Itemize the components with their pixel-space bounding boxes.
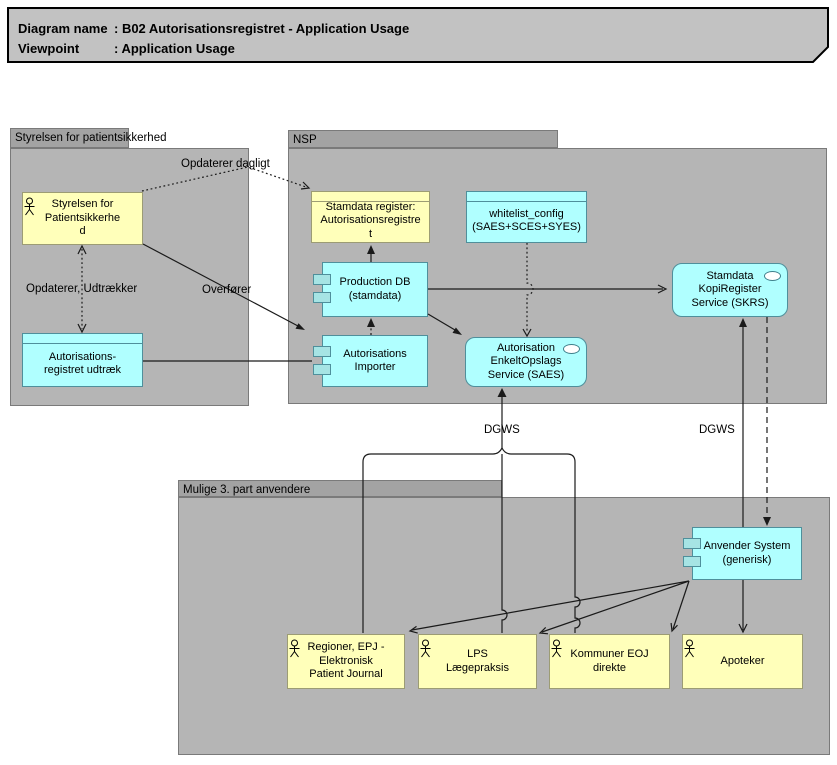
actor-icon xyxy=(24,197,35,216)
actor-icon xyxy=(289,639,300,658)
title-row-viewpoint: Viewpoint : Application Usage xyxy=(18,39,830,59)
node-label: Stamdata register: Autorisationsregistre… xyxy=(320,200,421,240)
node-anvender-system[interactable]: Anvender System (generisk) xyxy=(683,527,802,580)
node-label: Autorisation EnkeltOpslags Service (SAES… xyxy=(487,341,565,381)
node-autorisationsregistret-udtraek[interactable]: Autorisations- registret udtræk xyxy=(22,333,143,387)
node-skrs-service[interactable]: Stamdata KopiRegister Service (SKRS) xyxy=(672,263,788,317)
component-tab-icon xyxy=(313,346,331,357)
actor-icon xyxy=(420,639,431,658)
object-band xyxy=(312,192,429,202)
actor-icon xyxy=(551,639,562,658)
viewpoint-label: Viewpoint xyxy=(18,41,80,56)
group-tab-styrelsen[interactable]: Styrelsen for patientsikkerhed xyxy=(10,128,167,148)
node-label: Autorisations Importer xyxy=(343,347,407,374)
object-band xyxy=(23,334,142,344)
edge-label-dgws-left: DGWS xyxy=(484,424,520,436)
title-row-diagram-name: Diagram name : B02 Autorisationsregistret… xyxy=(18,19,830,39)
node-saes-service[interactable]: Autorisation EnkeltOpslags Service (SAES… xyxy=(465,337,587,387)
edge-label-opdaterer-udtraekker: Opdaterer, Udtrækker xyxy=(26,283,138,295)
node-label: Kommuner EOJ direkte xyxy=(570,648,649,674)
component-tab-icon xyxy=(683,556,701,567)
component-tab-icon xyxy=(313,292,331,303)
node-label: Autorisations- registret udtræk xyxy=(43,350,122,377)
node-stamdata-register[interactable]: Stamdata register: Autorisationsregistre… xyxy=(311,191,430,243)
node-label: Production DB (stamdata) xyxy=(339,276,411,302)
component-tab-icon xyxy=(313,364,331,375)
edge-label-opdaterer-dagligt: Opdaterer dagligt xyxy=(181,158,270,170)
title-value: : B02 Autorisationsregistret - Applicati… xyxy=(114,21,410,36)
node-label: whitelist_config (SAES+SCES+SYES) xyxy=(472,207,581,234)
node-lps-laegepraksis[interactable]: LPS Lægepraksis xyxy=(418,634,537,689)
node-label: Stamdata KopiRegister Service (SKRS) xyxy=(691,269,769,309)
node-label: Anvender System (generisk) xyxy=(703,540,791,566)
edge-label-dgws-right: DGWS xyxy=(699,424,735,436)
node-regioner-epj[interactable]: Regioner, EPJ - Elektronisk Patient Jour… xyxy=(287,634,405,689)
title-note: Diagram name : B02 Autorisationsregistret… xyxy=(8,8,830,59)
group-tab-nsp[interactable]: NSP xyxy=(288,130,558,148)
node-styrelsen-for-patientsikkerhed[interactable]: Styrelsen for Patientsikkerhe d xyxy=(22,192,143,245)
node-kommuner-eoj[interactable]: Kommuner EOJ direkte xyxy=(549,634,670,689)
node-label: Apoteker xyxy=(720,654,765,667)
node-label: Styrelsen for Patientsikkerhe d xyxy=(44,198,121,238)
object-band xyxy=(467,192,586,202)
node-label: Regioner, EPJ - Elektronisk Patient Jour… xyxy=(307,641,385,681)
component-tab-icon xyxy=(683,538,701,549)
service-oval-icon xyxy=(764,271,781,281)
actor-icon xyxy=(684,639,695,658)
group-tab-third-party[interactable]: Mulige 3. part anvendere xyxy=(178,480,502,497)
node-label: LPS Lægepraksis xyxy=(446,648,509,674)
title-label: Diagram name xyxy=(18,21,108,36)
viewpoint-value: : Application Usage xyxy=(114,41,235,56)
edge-label-overfoerer: Overfører xyxy=(202,284,252,296)
component-tab-icon xyxy=(313,274,331,285)
node-whitelist-config[interactable]: whitelist_config (SAES+SCES+SYES) xyxy=(466,191,587,243)
service-oval-icon xyxy=(563,344,580,354)
node-apoteker[interactable]: Apoteker xyxy=(682,634,803,689)
node-production-db[interactable]: Production DB (stamdata) xyxy=(313,262,428,317)
node-autorisations-importer[interactable]: Autorisations Importer xyxy=(313,335,428,387)
